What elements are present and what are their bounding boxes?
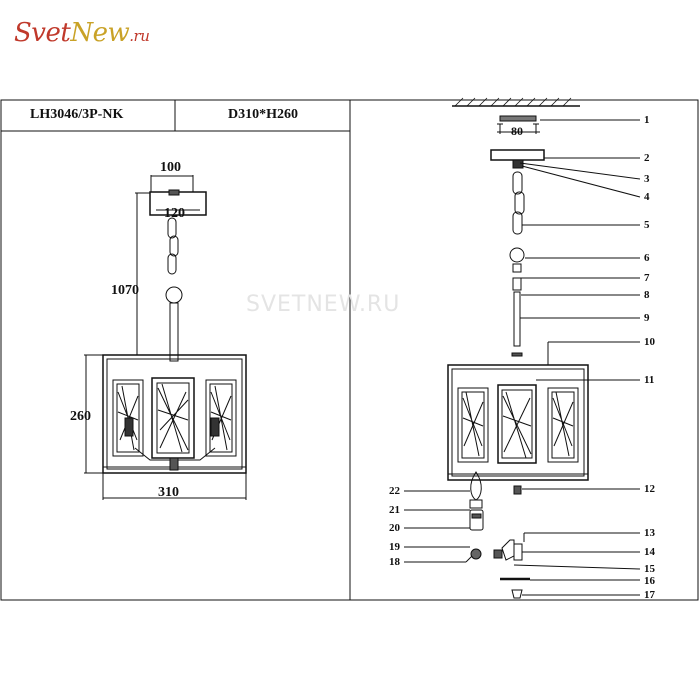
watermark: SVETNEW.RU — [246, 292, 401, 317]
callout-20: 20 — [389, 522, 400, 534]
callout-18: 18 — [389, 556, 400, 568]
callout-15: 15 — [644, 563, 655, 575]
dim-height: 260 — [70, 409, 91, 424]
callout-11: 11 — [644, 374, 655, 386]
callout-16: 16 — [644, 575, 655, 587]
callout-7: 7 — [644, 272, 650, 284]
dim-canopy-width: 120 — [164, 206, 185, 221]
callout-14: 14 — [644, 546, 655, 558]
model-number: LH3046/3P-NK — [30, 107, 124, 122]
callout-17: 17 — [644, 589, 655, 601]
callout-21: 21 — [389, 504, 400, 516]
logo-part-new: New — [70, 18, 130, 48]
callout-3: 3 — [644, 173, 650, 185]
logo-part-svet: Svet — [14, 18, 71, 48]
callout-22: 22 — [389, 485, 400, 497]
callout-8: 8 — [644, 289, 650, 301]
dim-chain-length: 1070 — [111, 283, 139, 298]
callout-5: 5 — [644, 219, 650, 231]
dim-width: 310 — [158, 485, 179, 500]
exploded-parts-drawing — [404, 97, 641, 599]
callout-2: 2 — [644, 152, 650, 164]
dim-top-width: 100 — [160, 160, 181, 175]
callout-10: 10 — [644, 336, 655, 348]
dimension-drawing — [84, 175, 247, 500]
dim-mount-spacing: 80 — [511, 124, 523, 138]
callout-6: 6 — [644, 252, 650, 264]
callout-12: 12 — [644, 483, 655, 495]
callout-9: 9 — [644, 312, 650, 324]
svetnew-logo[interactable]: SvetNew.ru — [14, 18, 150, 48]
callout-1: 1 — [644, 114, 650, 126]
logo-part-domain: .ru — [129, 27, 150, 45]
callout-13: 13 — [644, 527, 655, 539]
callout-19: 19 — [389, 541, 400, 553]
product-size: D310*H260 — [228, 107, 298, 122]
callout-4: 4 — [644, 191, 650, 203]
